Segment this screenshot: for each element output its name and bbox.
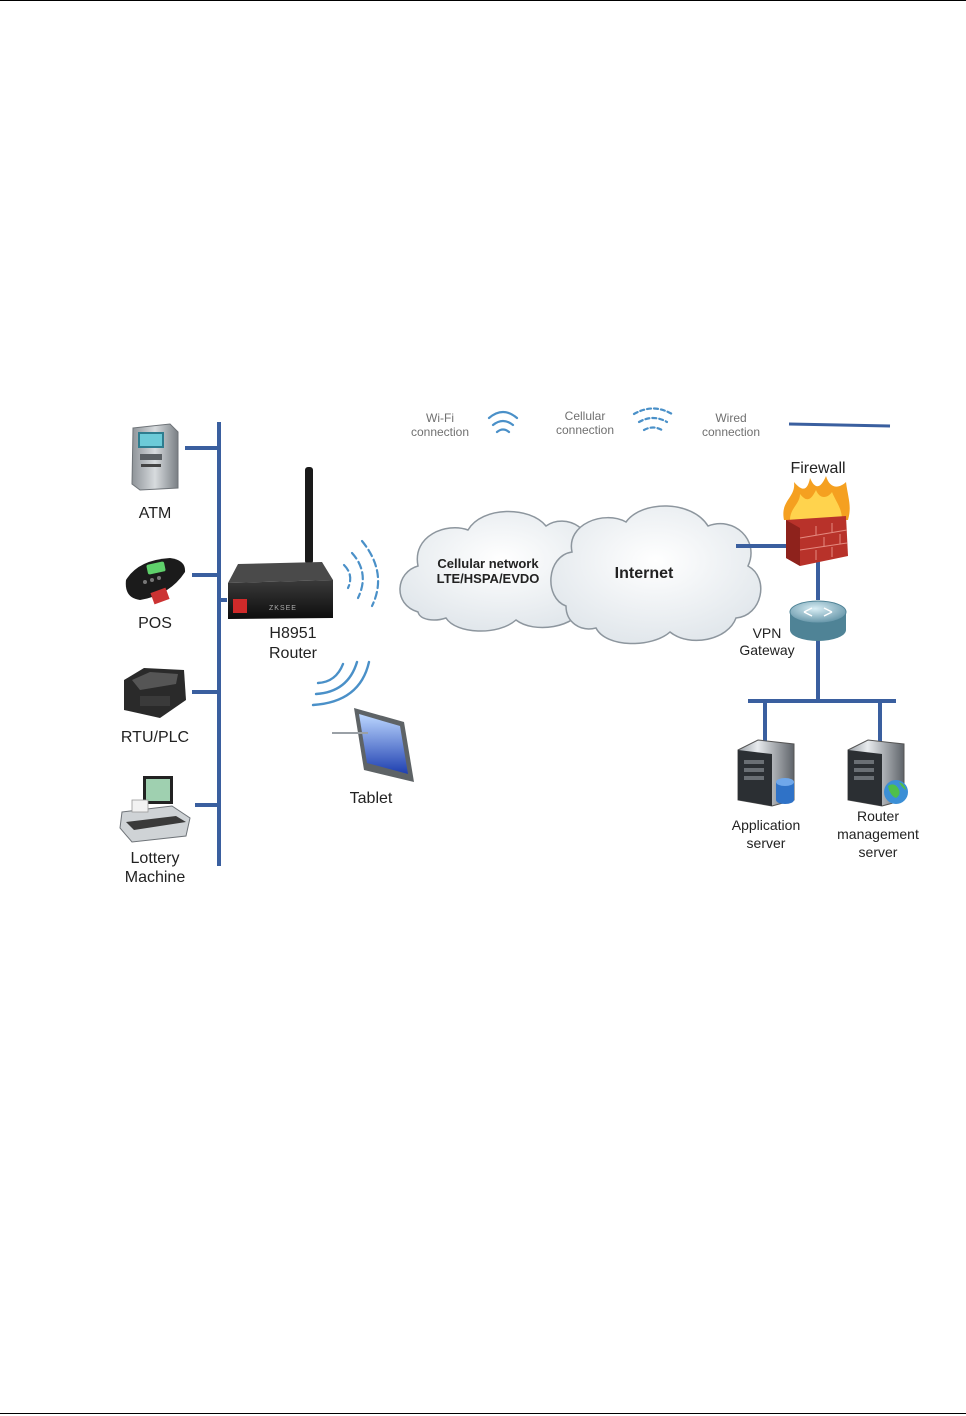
router-management-server: Router management server: [837, 740, 919, 860]
management-server-label-3: server: [859, 844, 898, 860]
legend-wifi-label-1: Wi-Fi: [426, 411, 454, 425]
router-label-1: H8951: [269, 625, 316, 642]
plc-icon: [124, 668, 186, 718]
legend-wifi-label-2: connection: [411, 425, 469, 439]
firewall-icon: [783, 476, 849, 566]
legend-wifi: Wi-Fi connection: [411, 411, 517, 439]
router-cellular-signal: [344, 541, 378, 606]
tablet-label: Tablet: [350, 790, 393, 807]
legend-wired: Wired connection: [702, 411, 890, 439]
cellular-network-label-1: Cellular network: [437, 556, 539, 571]
globe-icon: [884, 780, 908, 804]
legend-cellular: Cellular connection: [556, 409, 672, 438]
pos-terminal-icon: [126, 558, 185, 604]
lottery-machine: Lottery Machine: [120, 776, 190, 886]
cellular-icon: [634, 409, 672, 431]
vpn-router-icon: [790, 601, 846, 641]
atm: ATM: [132, 424, 178, 522]
h8951-router: ZKSEE H8951 Router: [228, 467, 333, 662]
management-server-label-1: Router: [857, 808, 899, 824]
legend-wired-label-2: connection: [702, 425, 760, 439]
router-antenna: [305, 467, 313, 564]
router-wifi-signal: [313, 662, 369, 705]
firewall: Firewall: [783, 460, 849, 566]
bottom-rule: [0, 1413, 966, 1414]
rtu-plc-label: RTU/PLC: [121, 729, 189, 746]
atm-icon: [132, 424, 178, 490]
application-server-icon: [738, 740, 794, 806]
vpn-gateway-label-2: Gateway: [739, 642, 794, 658]
internet-cloud: Internet: [551, 506, 761, 644]
router-label-2: Router: [269, 645, 318, 662]
pos: POS: [126, 558, 185, 632]
vpn-gateway-label-1: VPN: [753, 625, 782, 641]
router-brand: ZKSEE: [269, 605, 297, 612]
application-server-label-1: Application: [732, 817, 801, 833]
lottery-label-2: Machine: [125, 869, 186, 886]
device-bus: [185, 422, 227, 866]
vpn-gateway: VPN Gateway: [739, 601, 846, 658]
cellular-network-label-2: LTE/HSPA/EVDO: [437, 571, 540, 586]
database-icon: [776, 778, 794, 804]
legend-cellular-label-1: Cellular: [565, 409, 606, 423]
legend: Wi-Fi connection Cellular connection Wir…: [411, 409, 890, 440]
application-server: Application server: [732, 740, 801, 851]
pos-label: POS: [138, 615, 172, 632]
legend-wired-label-1: Wired: [715, 411, 746, 425]
legend-cellular-label-2: connection: [556, 423, 614, 437]
wired-line-icon: [789, 424, 890, 426]
rtu-plc: RTU/PLC: [121, 668, 189, 746]
lottery-machine-icon: [120, 776, 190, 842]
internet-label: Internet: [615, 565, 674, 582]
application-server-label-2: server: [747, 835, 786, 851]
lottery-label-1: Lottery: [131, 850, 180, 867]
management-server-icon: [848, 740, 908, 806]
tablet-icon: [332, 708, 414, 782]
atm-label: ATM: [139, 505, 172, 522]
tablet: Tablet: [332, 708, 414, 807]
wifi-icon: [489, 412, 517, 432]
firewall-label: Firewall: [790, 460, 845, 477]
management-server-label-2: management: [837, 826, 919, 842]
router-logo-badge: [233, 599, 247, 613]
router-device-icon: ZKSEE: [228, 467, 333, 619]
